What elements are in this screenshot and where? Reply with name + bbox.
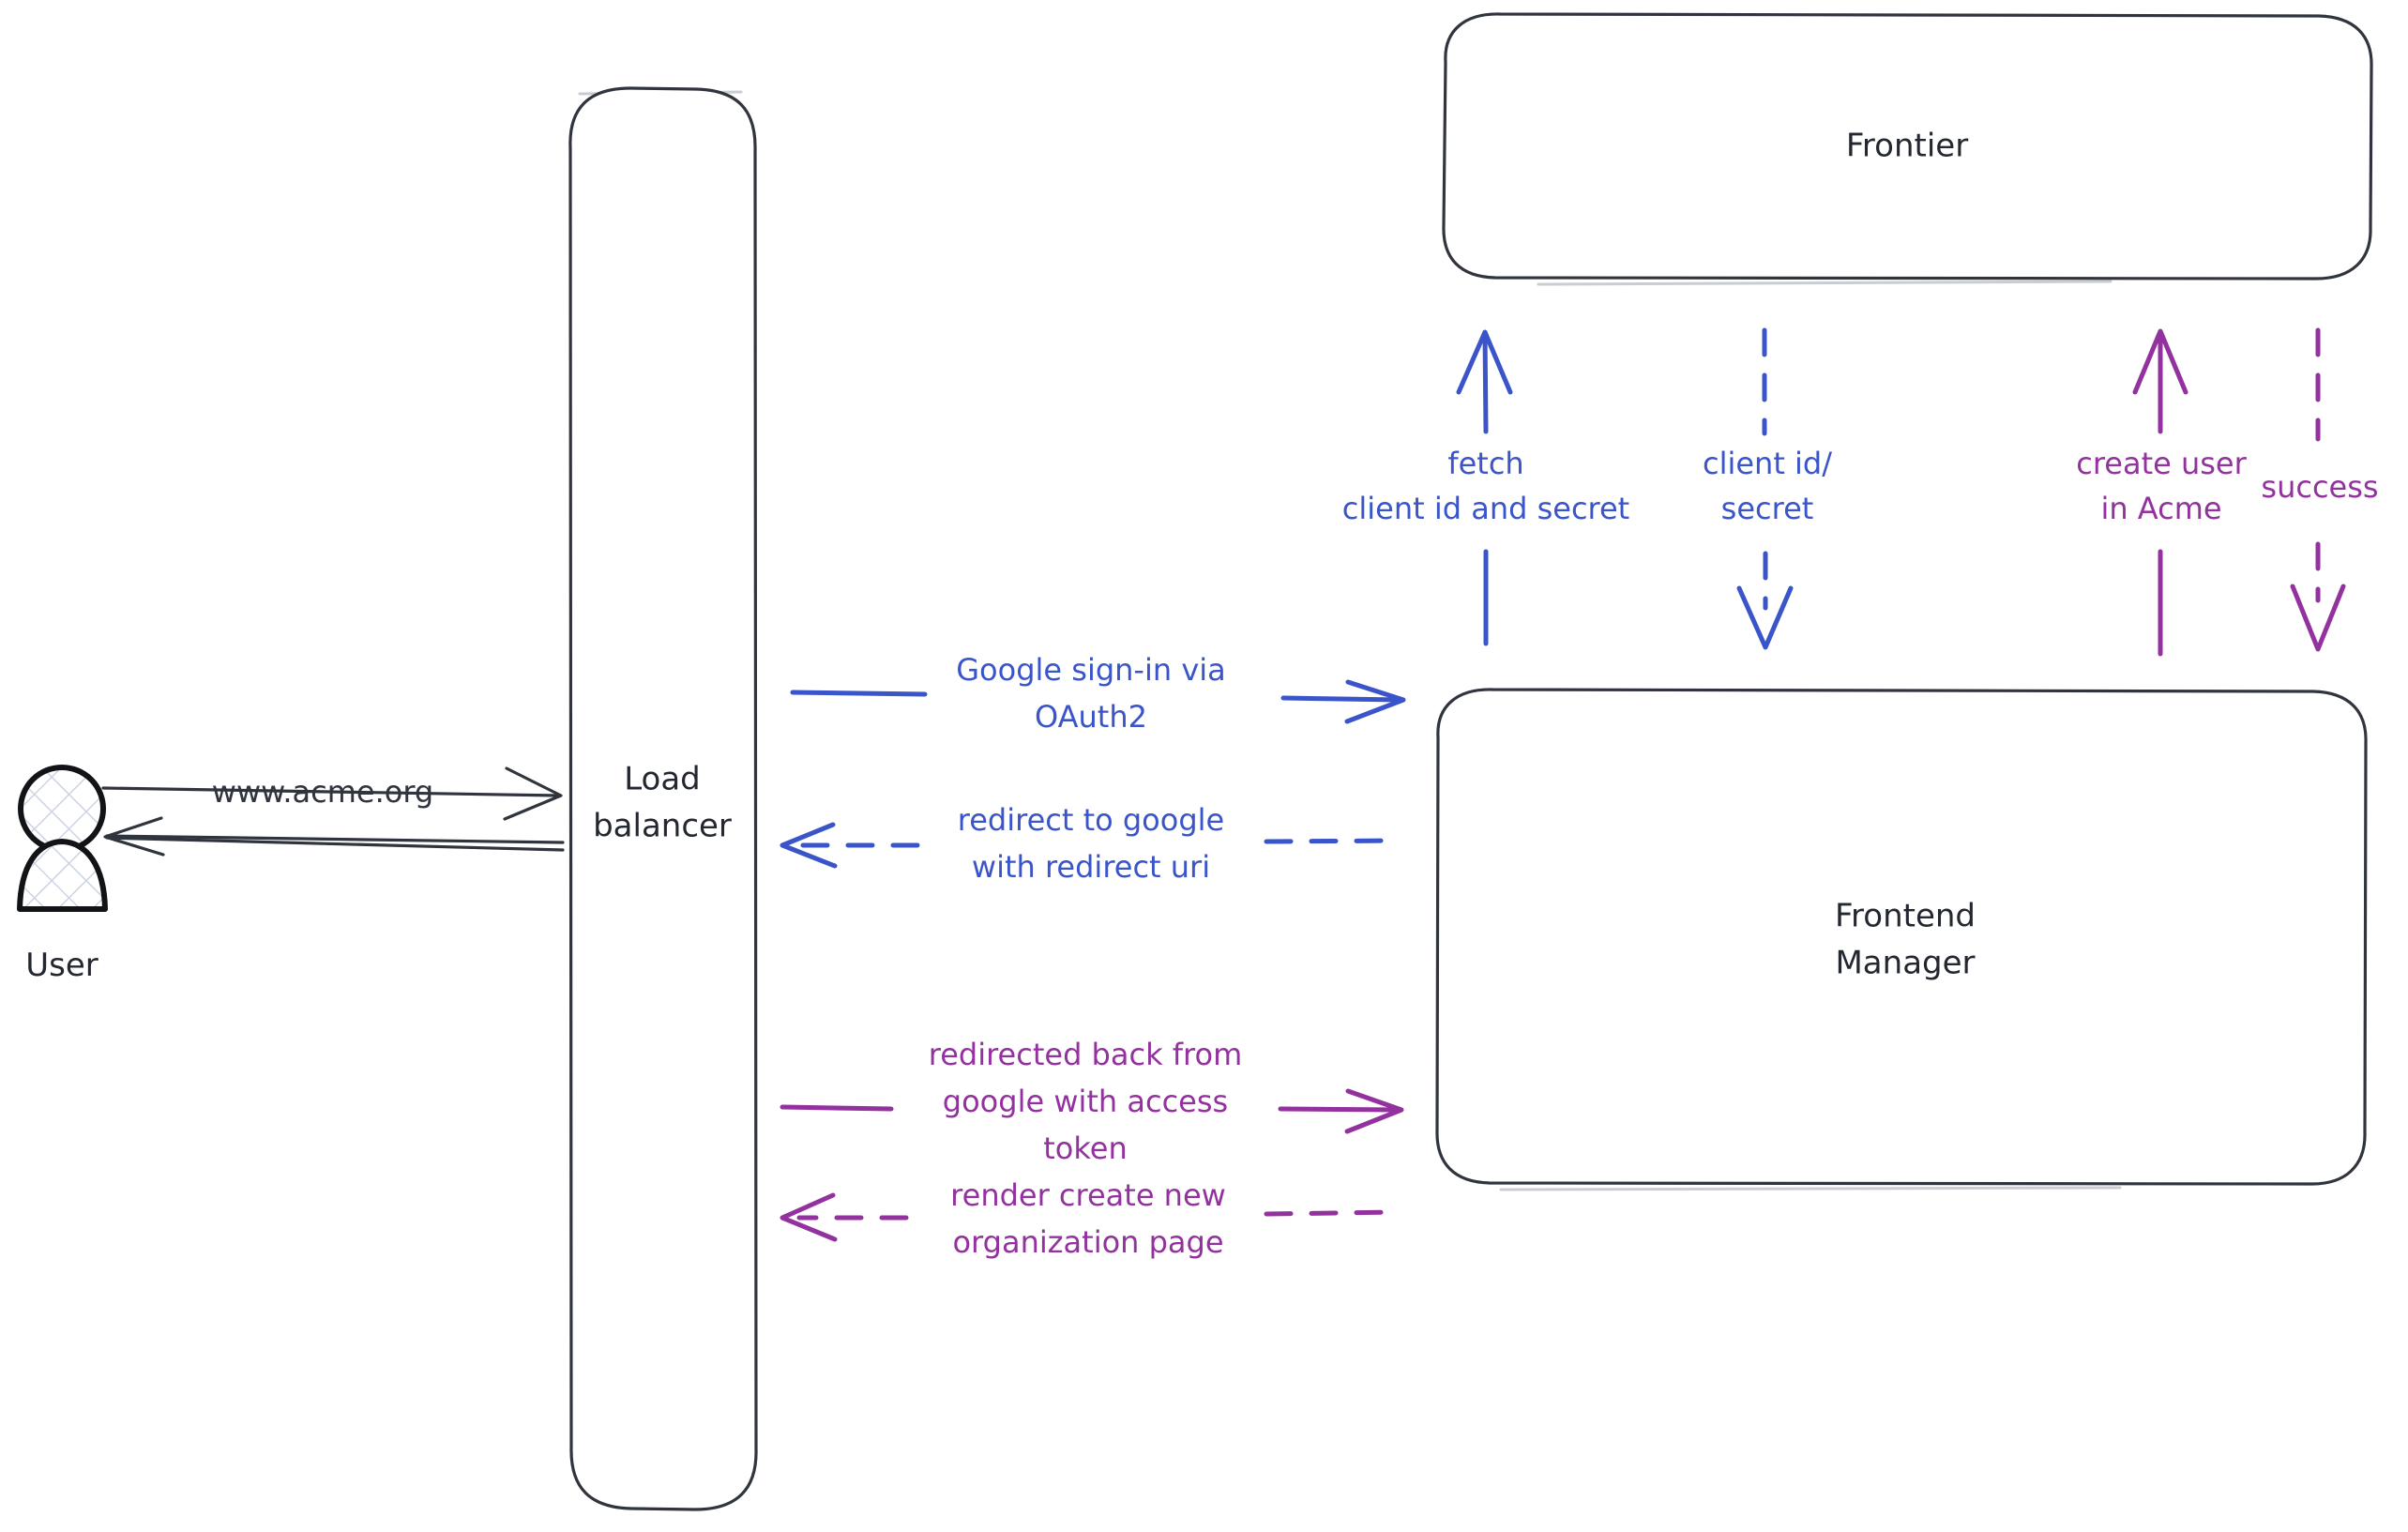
edge-redirected-back-label-line3: token xyxy=(1043,1130,1127,1166)
edge-google-signin-label-line2: OAuth2 xyxy=(1035,699,1147,735)
edge-google-signin-arrowhead xyxy=(1344,679,1406,724)
edge-google-signin-label-line1: Google sign-in via xyxy=(956,652,1226,688)
person-icon-head xyxy=(18,765,106,853)
frontend-manager-label-line2: Manager xyxy=(1835,945,1975,982)
edge-success xyxy=(2290,327,2346,652)
frontend-manager-shadow-bottom xyxy=(1499,1186,2122,1191)
edge-render-label-line2: organization page xyxy=(952,1224,1223,1260)
edge-google-signin xyxy=(790,679,1406,724)
edge-client-id-label-line2: secret xyxy=(1721,491,1814,526)
edge-create-user-in-acme xyxy=(2132,328,2188,657)
edge-fetch-arrowhead xyxy=(1456,329,1513,395)
edge-redirect-to-google xyxy=(780,822,1402,869)
edge-create-user-arrowhead xyxy=(2132,328,2188,395)
edge-fetch-line-upper xyxy=(1482,330,1489,434)
edge-user-to-lb xyxy=(101,766,563,821)
edge-redirected-back xyxy=(780,1088,1404,1134)
frontend-manager-shape xyxy=(1435,688,2368,1186)
edge-render-arrowhead xyxy=(780,1192,838,1242)
edge-redirect-label-line2: with redirect uri xyxy=(972,849,1210,885)
edge-redirected-back-line-right xyxy=(1278,1106,1401,1113)
edge-redirected-back-arrowhead xyxy=(1344,1088,1404,1134)
edge-fetch-label-line1: fetch xyxy=(1447,446,1523,481)
actor-user xyxy=(17,765,108,912)
edge-create-user-label-line1: create user xyxy=(2076,446,2247,481)
edge-user-to-lb-label: www.acme.org xyxy=(212,774,433,810)
edge-lb-to-user xyxy=(103,816,565,857)
edge-client-id-secret xyxy=(1736,327,1794,650)
edge-render-create-new-org xyxy=(780,1192,1401,1242)
person-icon-body xyxy=(17,839,108,912)
edge-google-signin-line-left xyxy=(790,690,928,697)
edge-redirected-back-label-line2: google with access xyxy=(943,1084,1228,1119)
frontier-label: Frontier xyxy=(1846,128,1968,165)
edge-redirect-label-line1: redirect to google xyxy=(958,802,1224,838)
node-load-balancer[interactable] xyxy=(568,86,758,1511)
edge-user-to-lb-arrowhead xyxy=(503,766,563,821)
edge-redirect-arrowhead xyxy=(780,822,838,869)
edge-lb-to-user-line2 xyxy=(105,836,565,852)
edge-fetch-label-line2: client id and secret xyxy=(1342,491,1629,526)
edge-success-label: success xyxy=(2261,469,2378,505)
edge-lb-to-user-line xyxy=(105,834,565,844)
edge-create-user-label-line2: in Acme xyxy=(2100,491,2221,526)
edge-render-label-line1: render create new xyxy=(950,1177,1226,1213)
node-frontier[interactable]: Frontier xyxy=(1442,12,2373,286)
frontier-shape xyxy=(1442,12,2373,281)
edge-fetch-client-id xyxy=(1456,329,1513,646)
edge-client-id-label-line1: client id/ xyxy=(1703,446,1832,481)
edge-google-signin-line-right xyxy=(1280,695,1402,703)
load-balancer-label-line1: Load xyxy=(624,761,701,798)
frontend-manager-label-line1: Frontend xyxy=(1835,898,1976,935)
edge-client-id-arrowhead xyxy=(1736,585,1794,650)
edge-success-arrowhead xyxy=(2290,584,2346,652)
edge-user-to-lb-line xyxy=(101,786,561,797)
edge-redirected-back-label-line1: redirected back from xyxy=(929,1037,1242,1072)
frontier-shadow-bottom xyxy=(1537,280,2113,286)
actor-user-label: User xyxy=(25,947,98,984)
node-frontend-manager[interactable]: Frontend Manager xyxy=(1435,688,2368,1191)
load-balancer-label-line2: balancer xyxy=(593,808,732,845)
edge-redirected-back-line-left xyxy=(780,1104,894,1112)
edge-render-line-right xyxy=(1264,1209,1401,1217)
load-balancer-shape xyxy=(568,86,758,1511)
edge-redirect-line-right xyxy=(1264,838,1402,844)
edge-lb-to-user-arrowhead xyxy=(103,816,165,857)
